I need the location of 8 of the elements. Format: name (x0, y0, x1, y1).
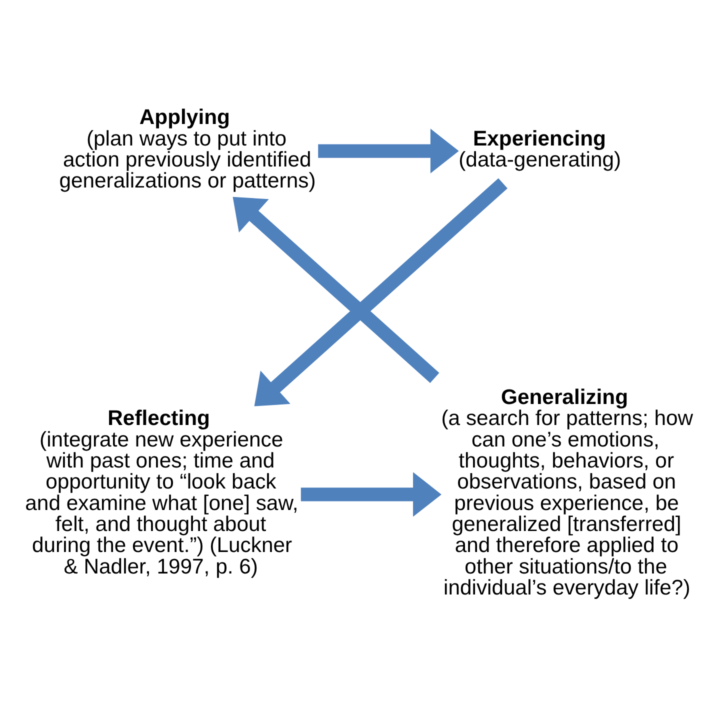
arrow (232, 196, 440, 383)
node-text: Applying (plan ways to put into action previously identified generalizations or patterns) (59, 106, 316, 193)
node-text: Reflecting (integrate new experience with past ones; time and opportunity to “look back and examine what [one] saw, felt, and thought about during the event.”) (Luckner & Nadler, 1997, p. 6) (25, 407, 298, 578)
arrow (254, 178, 508, 406)
node-text: Generalizing (a search for patterns; how can one’s emotions, thoughts, behaviors, or observations, based on previous experience, be generalized [transferred] and therefore applied to other situations/to the individual’s everyday life?) (441, 386, 694, 600)
arrow (318, 128, 459, 174)
arrow (300, 472, 442, 517)
node-text: Experiencing (data-generating) (458, 127, 622, 172)
